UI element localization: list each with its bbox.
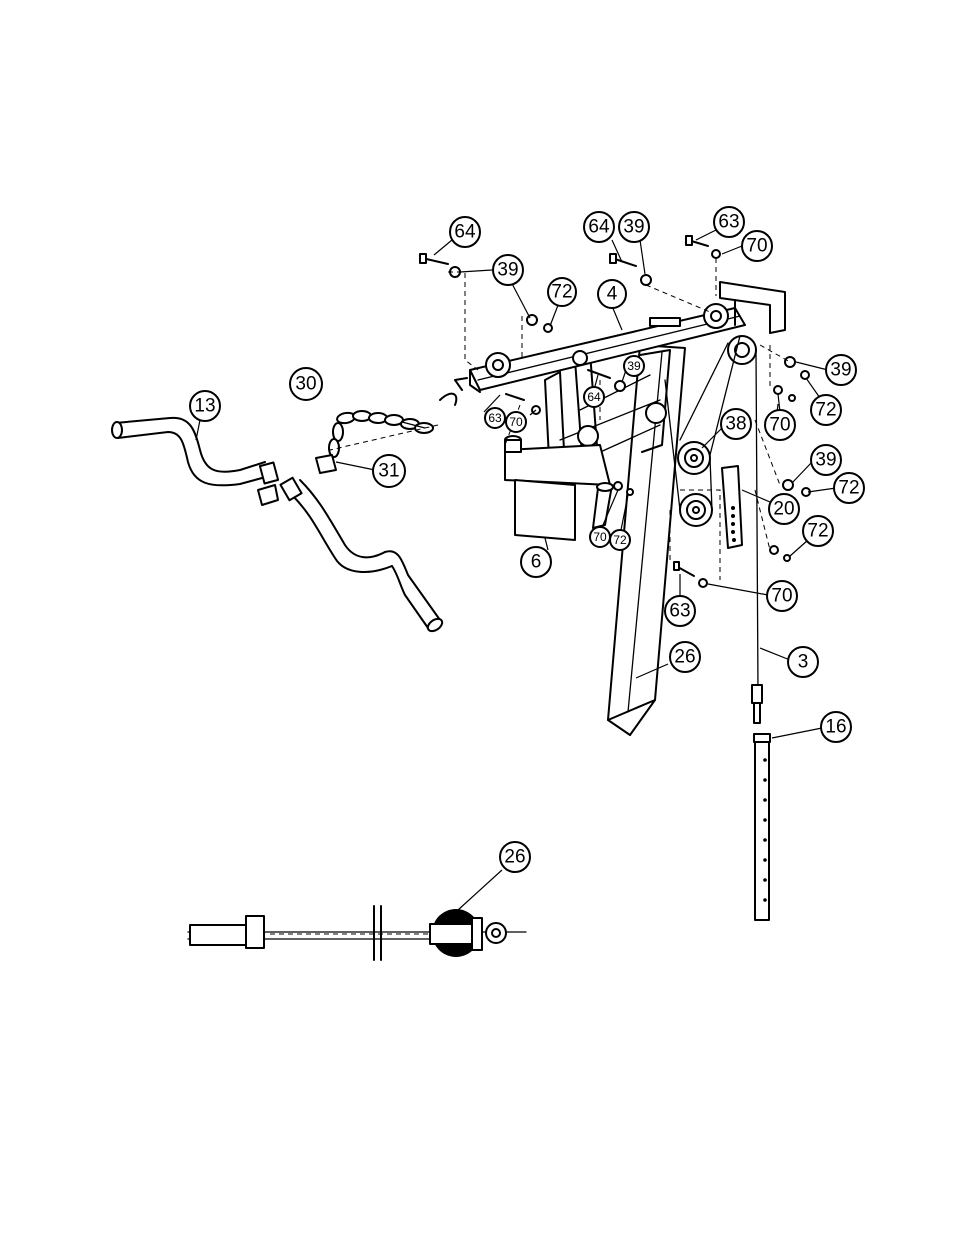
- callout-3: 26: [670, 642, 700, 672]
- svg-text:70: 70: [746, 236, 767, 257]
- callout-72-a: 72: [548, 278, 576, 306]
- callout-72-d: 72: [803, 516, 833, 546]
- callout-39-c: 39: [826, 355, 856, 385]
- svg-text:70: 70: [593, 530, 607, 544]
- svg-text:38: 38: [725, 414, 746, 435]
- callout-70-a: 70: [742, 231, 772, 261]
- svg-text:39: 39: [815, 450, 836, 471]
- callout-70-e-small: 70: [590, 527, 610, 547]
- callout-30: 30: [290, 368, 322, 400]
- svg-text:70: 70: [769, 415, 790, 436]
- callout-13: 13: [190, 391, 220, 421]
- svg-text:72: 72: [613, 533, 627, 547]
- svg-text:39: 39: [623, 217, 644, 238]
- callout-39-d: 39: [624, 356, 644, 376]
- callout-4: 4: [598, 280, 626, 308]
- svg-text:4: 4: [607, 284, 618, 305]
- svg-text:63: 63: [669, 601, 690, 622]
- callout-70-b: 70: [765, 410, 795, 440]
- svg-text:39: 39: [497, 260, 518, 281]
- callout-20: 20: [769, 494, 799, 524]
- callout-72-b: 72: [811, 395, 841, 425]
- callout-64-c: 64: [584, 387, 604, 407]
- svg-text:70: 70: [771, 586, 792, 607]
- pad-bracket: [505, 436, 613, 540]
- callout-72-c: 72: [834, 473, 864, 503]
- svg-text:72: 72: [815, 400, 836, 421]
- svg-text:20: 20: [773, 499, 794, 520]
- callout-39-b: 39: [619, 212, 649, 242]
- svg-text:26: 26: [504, 847, 525, 868]
- cable-end-detail: [188, 906, 526, 960]
- callout-64-b: 64: [584, 212, 614, 242]
- svg-text:72: 72: [807, 521, 828, 542]
- callout-26-a: 3: [788, 647, 818, 677]
- callout-39-a: 39: [493, 255, 523, 285]
- svg-text:70: 70: [509, 415, 523, 429]
- svg-text:64: 64: [454, 222, 476, 243]
- callout-31: 31: [373, 455, 405, 487]
- svg-text:6: 6: [531, 552, 542, 573]
- svg-text:16: 16: [825, 717, 846, 738]
- callout-70-d: 70: [767, 581, 797, 611]
- svg-text:64: 64: [588, 217, 610, 238]
- callout-72-e: 72: [610, 530, 630, 550]
- callout-63-c: 63: [665, 596, 695, 626]
- svg-text:26: 26: [674, 647, 695, 668]
- callout-38: 38: [721, 409, 751, 439]
- svg-text:3: 3: [798, 652, 809, 673]
- curl-bar: [112, 418, 444, 634]
- svg-text:31: 31: [378, 461, 399, 482]
- callout-63-b: 63: [485, 408, 505, 428]
- leader-lines: [196, 230, 836, 910]
- callout-6: 6: [521, 547, 551, 577]
- svg-text:13: 13: [194, 396, 215, 417]
- weight-stem: [754, 734, 770, 920]
- svg-text:30: 30: [295, 374, 316, 395]
- callout-70-c: 70: [506, 412, 526, 432]
- svg-text:63: 63: [488, 411, 502, 425]
- callout-16: 16: [821, 712, 851, 742]
- callout-39-e: 39: [811, 445, 841, 475]
- callout-64-a: 64: [450, 217, 480, 247]
- svg-text:63: 63: [718, 212, 739, 233]
- callout-63-a: 63: [714, 207, 744, 237]
- svg-text:39: 39: [627, 359, 641, 373]
- svg-text:64: 64: [587, 390, 601, 404]
- svg-text:39: 39: [830, 360, 851, 381]
- svg-text:72: 72: [551, 282, 572, 303]
- svg-text:72: 72: [838, 478, 859, 499]
- callout-26-b: 26: [500, 842, 530, 872]
- adjust-plate: [722, 466, 742, 548]
